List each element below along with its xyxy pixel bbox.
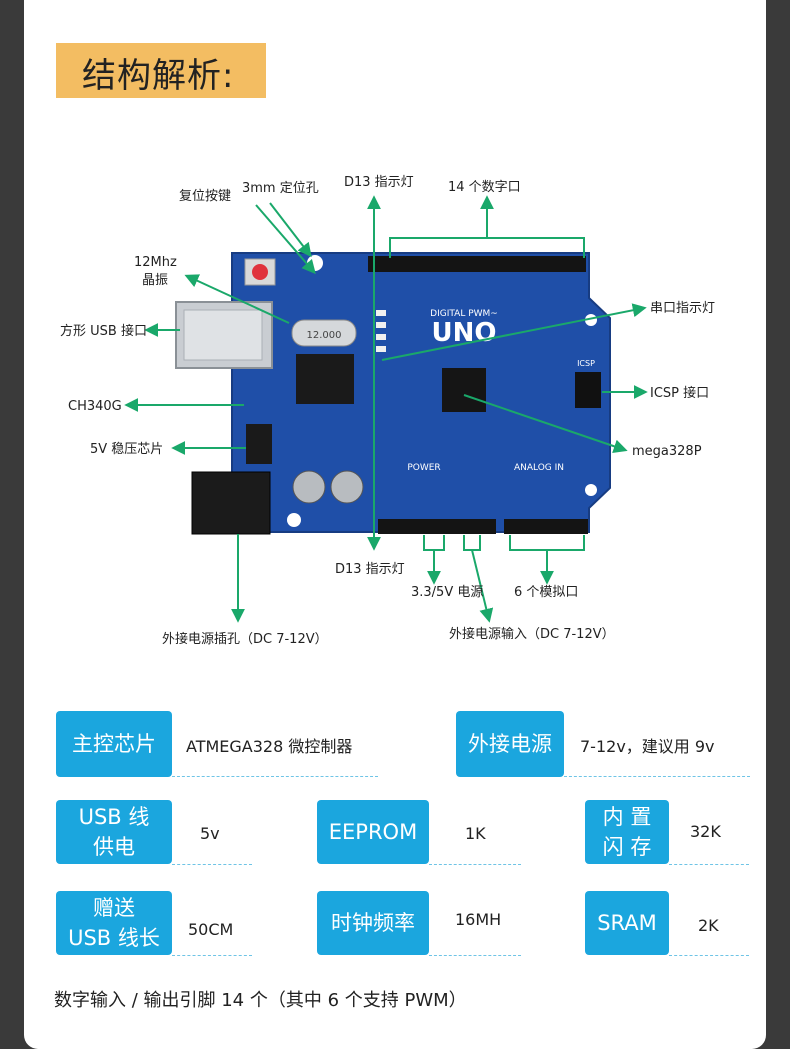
badge-ext-power: 外接电源 [456,711,564,777]
digital-header [368,256,586,272]
badge-eeprom: EEPROM [317,800,429,864]
footer-note: 数字输入 / 输出引脚 14 个（其中 6 个支持 PWM） [54,990,467,1011]
value-eeprom: 1K [465,824,486,843]
leader-lines [124,195,648,623]
mount-hole-4 [585,484,597,496]
label-d13-led-top: D13 指示灯 [344,175,414,190]
badge-clock: 时钟频率 [317,891,429,955]
crystal [291,319,357,347]
divider [564,776,750,777]
divider [669,864,749,865]
badge-main-chip: 主控芯片 [56,711,172,777]
arduino-board: 12.000 UNO DIGITAL PWM~ [175,252,611,535]
svg-text:12.000: 12.000 [307,330,342,341]
reset-button-cap [252,264,268,280]
label-reset-button: 复位按键 [179,189,231,204]
badge-sram: SRAM [585,891,669,955]
capacitor-1 [292,470,326,504]
label-dc-jack: 外接电源插孔（DC 7-12V） [162,631,328,647]
regulator-chip [246,424,272,464]
value-ext-power: 7-12v，建议用 9v [580,737,715,756]
product-card: 结构解析: 12.000 [24,0,766,1049]
label-crystal-freq: 12Mhz [134,255,177,270]
value-usb-power: 5v [200,824,220,843]
label-usb-port: 方形 USB 接口 [60,323,147,339]
label-serial-led: 串口指示灯 [650,301,715,316]
svg-text:DIGITAL PWM~: DIGITAL PWM~ [430,309,498,319]
badge-usb-power: USB 线 供电 [56,800,172,864]
label-positioning-hole: 3mm 定位孔 [242,181,319,196]
divider [172,864,252,865]
icsp-header [575,372,601,408]
divider [429,864,521,865]
label-power-pins: 3.3/5V 电源 [411,585,483,600]
value-usb-cable: 50CM [188,920,234,939]
badge-usb-cable: 赠送 USB 线长 [56,891,172,955]
svg-text:ANALOG IN: ANALOG IN [514,463,564,473]
label-vin-input: 外接电源输入（DC 7-12V） [449,626,615,642]
label-ch340g: CH340G [68,399,122,414]
divider [172,955,252,956]
divider [429,955,521,956]
atmega-chip [442,368,486,412]
title-background [56,43,266,98]
label-crystal: 晶振 [142,273,168,288]
divider [172,776,378,777]
value-internal-flash: 32K [690,822,721,841]
mount-hole-2 [287,513,301,527]
label-analog-ports: 6 个模拟口 [514,585,578,600]
label-d13-led-bottom: D13 指示灯 [335,562,405,577]
section-title: 结构解析: [82,56,235,96]
divider [669,955,749,956]
svg-text:ICSP: ICSP [577,359,595,368]
value-main-chip: ATMEGA328 微控制器 [186,737,353,756]
label-regulator: 5V 稳压芯片 [90,441,163,457]
analog-header [504,519,588,534]
label-mcu: mega328P [632,444,702,459]
dc-jack [191,471,271,535]
label-icsp: ICSP 接口 [650,385,709,401]
svg-text:POWER: POWER [407,463,440,473]
badge-internal-flash: 内 置 闪 存 [585,800,669,864]
value-sram: 2K [698,916,719,935]
capacitor-2 [330,470,364,504]
board-diagram: 12.000 UNO DIGITAL PWM~ [60,175,715,647]
ch340g-chip [296,354,354,404]
label-digital-ports: 14 个数字口 [448,180,521,195]
power-header [378,519,496,534]
mount-hole-1 [307,255,323,271]
value-clock: 16MH [455,910,502,929]
